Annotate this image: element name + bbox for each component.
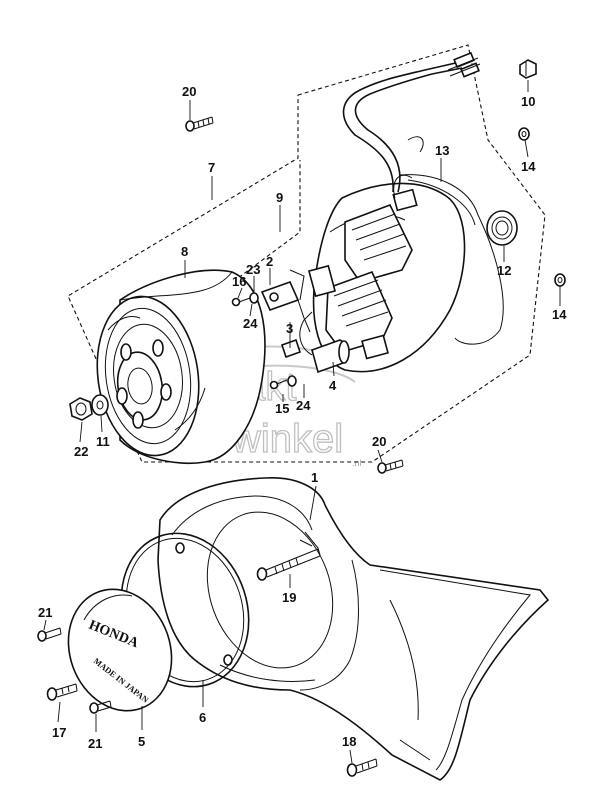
wiring-harness [342, 51, 481, 199]
flywheel-washer [91, 394, 109, 416]
callout-2: 2 [266, 254, 273, 269]
callout-14b: 14 [552, 307, 567, 322]
callout-20a: 20 [182, 84, 196, 99]
callout-24b: 24 [296, 398, 311, 413]
bolt-20a [185, 116, 214, 132]
crankcase-cover [157, 477, 550, 781]
oil-seal [486, 210, 518, 246]
callout-3: 3 [286, 321, 293, 336]
callout-16: 16 [232, 274, 246, 289]
contact-breaker [260, 269, 311, 333]
callout-5: 5 [138, 734, 145, 749]
ignition-coil [344, 203, 413, 283]
screw-18 [346, 758, 378, 777]
callout-12: 12 [497, 263, 511, 278]
callout-20b: 20 [372, 434, 386, 449]
callout-6: 6 [199, 710, 206, 725]
watermark-suffix: .nl [352, 458, 362, 468]
group-outline-9 [221, 160, 301, 291]
callout-13: 13 [435, 143, 449, 158]
cap-nut-10 [519, 59, 537, 79]
condenser-screw-15 [269, 375, 297, 390]
point-cover: HONDA MADE IN JAPAN [67, 588, 173, 712]
callout-11: 11 [96, 434, 110, 449]
condenser [280, 311, 350, 374]
bolt-19 [256, 548, 321, 581]
washer-14b [554, 273, 566, 287]
washer-23 [249, 292, 259, 304]
callout-14a: 14 [521, 159, 536, 174]
callout-7: 7 [208, 160, 215, 175]
screw-17 [46, 683, 78, 701]
callout-1: 1 [311, 470, 318, 485]
callout-4: 4 [329, 378, 337, 393]
callout-15: 15 [275, 401, 289, 416]
callout-10: 10 [521, 94, 535, 109]
callout-24a: 24 [243, 316, 258, 331]
callout-8: 8 [181, 244, 188, 259]
flywheel-nut [69, 397, 93, 421]
screw-21b [89, 700, 112, 714]
screw-21a [37, 627, 62, 642]
flywheel-rotor [96, 269, 266, 464]
breaker-screw-16 [231, 297, 251, 307]
leader-lines [43, 80, 561, 764]
callout-9: 9 [276, 190, 283, 205]
callout-17: 17 [52, 725, 66, 740]
callout-21b: 21 [88, 736, 102, 751]
callout-23: 23 [246, 262, 260, 277]
callout-21a: 21 [38, 605, 52, 620]
group-outline-7 [67, 44, 546, 463]
callout-labels: 20 10 14 7 13 9 12 14 8 2 23 16 24 3 4 1… [38, 84, 567, 751]
callout-18: 18 [342, 734, 356, 749]
bolt-20b [377, 459, 404, 474]
callout-19: 19 [282, 590, 296, 605]
stator-base-plate [307, 174, 504, 373]
washer-14a [518, 127, 530, 141]
callout-22: 22 [74, 444, 88, 459]
